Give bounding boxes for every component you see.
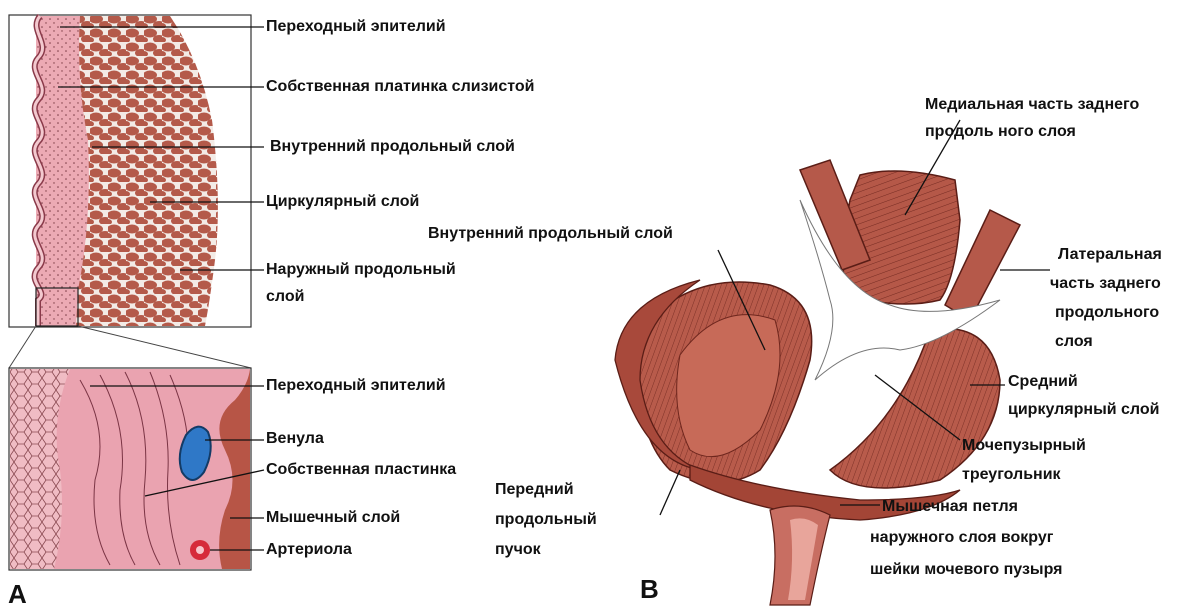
label-circular-layer: Циркулярный слой: [266, 191, 419, 213]
label-lateral-posterior-line4: слоя: [1055, 331, 1093, 353]
label-lateral-posterior-line1: Латеральная: [1058, 244, 1162, 266]
label-lamina-propria: Собственная пластинка: [266, 459, 456, 481]
label-muscle-loop-line3: шейки мочевого пузыря: [870, 559, 1062, 581]
panel-a-letter: A: [8, 580, 27, 608]
label-lamina-propria-mucosa: Собственная платинка слизистой: [266, 76, 535, 98]
label-medial-posterior-line1: Медиальная часть заднего: [925, 94, 1139, 116]
label-transitional-epithelium-zoom: Переходный эпителий: [266, 375, 446, 397]
label-trigone-line1: Мочепузырный: [962, 435, 1086, 457]
label-middle-circular-line1: Средний: [1008, 371, 1078, 393]
label-middle-circular-line2: циркулярный слой: [1008, 399, 1159, 421]
label-muscle-loop-line1: Мышечная петля: [882, 496, 1018, 518]
label-transitional-epithelium: Переходный эпителий: [266, 16, 446, 38]
label-inner-longitudinal-b: Внутренний продольный слой: [428, 223, 673, 245]
label-muscle-loop-line2: наружного слоя вокруг: [870, 527, 1053, 549]
label-lateral-posterior-line2: часть заднего: [1050, 273, 1161, 295]
label-venule: Венула: [266, 428, 324, 450]
label-lateral-posterior-line3: продольного: [1055, 302, 1159, 324]
panel-a-top-section: [9, 15, 251, 327]
label-anterior-bundle-line3: пучок: [495, 539, 541, 561]
label-inner-longitudinal-layer: Внутренний продольный слой: [270, 136, 515, 158]
panel-b-letter: B: [640, 575, 659, 603]
label-outer-longitudinal-layer-line2: слой: [266, 286, 304, 308]
label-outer-longitudinal-layer-line1: Наружный продольный: [266, 259, 456, 281]
label-anterior-bundle-line1: Передний: [495, 479, 574, 501]
label-arteriole: Артериола: [266, 539, 352, 561]
label-trigone-line2: треугольник: [962, 464, 1061, 486]
label-medial-posterior-line2: продоль ного слоя: [925, 121, 1076, 143]
panel-a-zoom-section: [9, 368, 251, 570]
label-anterior-bundle-line2: продольный: [495, 509, 597, 531]
label-muscular-layer: Мышечный слой: [266, 507, 400, 529]
